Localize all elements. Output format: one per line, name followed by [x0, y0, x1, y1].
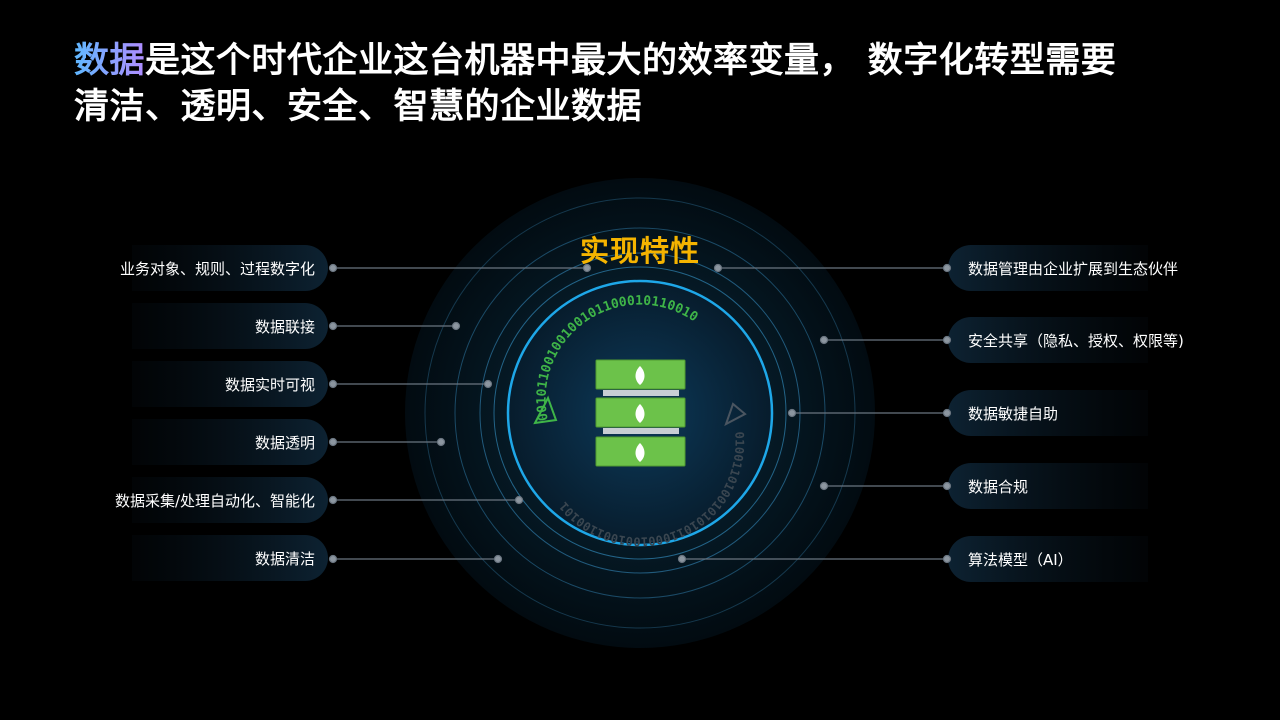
left-label-boxes: [132, 245, 328, 581]
right-item-3: 数据敏捷自助: [948, 390, 1268, 436]
right-item-1: 数据管理由企业扩展到生态伙伴: [948, 245, 1268, 291]
left-item-2: 数据联接: [60, 303, 333, 349]
left-item-5: 数据采集/处理自动化、智能化: [60, 477, 333, 523]
database-server-icon: [596, 360, 685, 466]
right-item-5: 算法模型（AI）: [948, 536, 1268, 582]
left-item-6: 数据清洁: [60, 535, 333, 581]
left-item-3: 数据实时可视: [60, 361, 333, 407]
left-item-4: 数据透明: [60, 419, 333, 465]
center-title: 实现特性: [540, 228, 740, 270]
right-item-4: 数据合规: [948, 463, 1268, 509]
right-item-2: 安全共享（隐私、授权、权限等): [948, 317, 1268, 363]
left-item-1: 业务对象、规则、过程数字化: [60, 245, 333, 291]
